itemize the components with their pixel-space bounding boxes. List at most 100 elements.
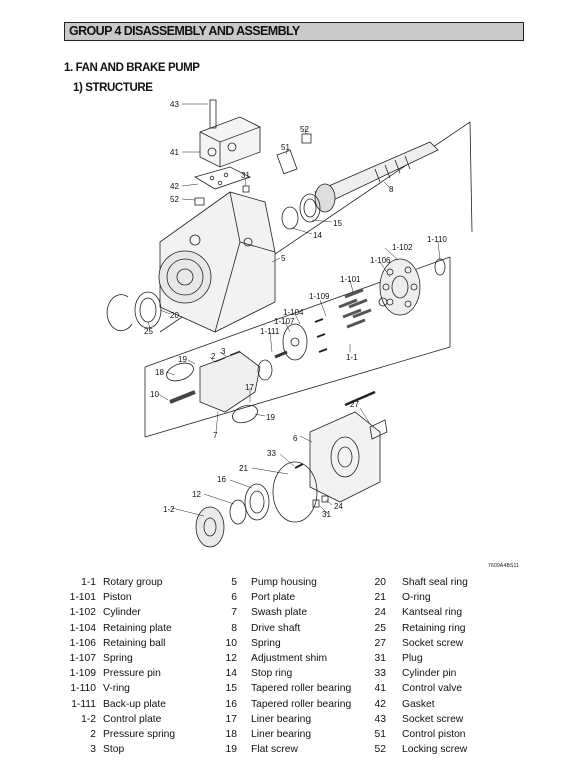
part-number: 1-2	[81, 713, 96, 725]
part-description: Liner bearing	[251, 713, 312, 725]
callout-label: 1-102	[392, 243, 413, 252]
callout-label: 1-111	[260, 327, 280, 336]
callout-label: 6	[293, 434, 298, 443]
callout-label: 52	[170, 195, 179, 204]
part-description: Shaft seal ring	[402, 577, 468, 588]
part-description: Swash plate	[251, 607, 308, 619]
part-number: 15	[225, 683, 237, 695]
part-number: 10	[225, 637, 237, 649]
part-description: Locking screw	[402, 744, 468, 756]
part-description: Adjustment shim	[251, 652, 328, 664]
part-number: 3	[90, 744, 96, 756]
callout-label: 1-104	[283, 308, 304, 317]
part-description: Liner bearing	[251, 728, 312, 740]
part-description: Tapered roller bearing	[251, 698, 352, 710]
part-description: Plug	[402, 652, 423, 664]
part-number: 1-110	[70, 683, 96, 695]
callout-label: 27	[350, 400, 359, 409]
part-number: 1-107	[69, 652, 96, 664]
part-description: V-ring	[103, 683, 130, 695]
callout-label: 24	[334, 502, 343, 511]
part-number: 1-111	[71, 698, 96, 710]
part-description: Control plate	[103, 713, 162, 725]
part-description: Control valve	[402, 683, 463, 695]
part-description: Spring	[103, 652, 133, 664]
callout-label: 16	[217, 475, 226, 484]
callout-label: 3	[221, 347, 226, 356]
callout-label: 17	[245, 383, 254, 392]
part-number: 52	[374, 744, 386, 756]
part-number: 20	[374, 577, 386, 588]
callout-label: 5	[281, 254, 286, 263]
part-number: 1-1	[81, 577, 96, 588]
part-number: 12	[225, 652, 237, 664]
page-title: GROUP 4 DISASSEMBLY AND ASSEMBLY	[69, 24, 300, 38]
callout-label: 43	[170, 100, 179, 109]
page-header-bar: GROUP 4 DISASSEMBLY AND ASSEMBLY	[64, 22, 524, 41]
callout-label: 10	[150, 390, 159, 399]
callout-label: 18	[155, 368, 164, 377]
part-number: 27	[374, 637, 386, 649]
part-number: 19	[225, 744, 237, 756]
callout-label: 15	[333, 219, 342, 228]
callout-label: 25	[144, 327, 153, 336]
callout-label: 1-101	[340, 275, 361, 284]
part-description: Socket screw	[402, 637, 464, 649]
part-number: 18	[225, 728, 237, 740]
part-number: 8	[231, 622, 237, 634]
figure-code: 7609A4BS11	[488, 563, 520, 569]
part-description: Cylinder pin	[402, 668, 457, 680]
callout-label: 31	[241, 171, 250, 180]
subsection-title: 1) STRUCTURE	[73, 82, 153, 94]
callout-label: 33	[267, 449, 276, 458]
part-description: Pressure pin	[103, 668, 161, 680]
callout-label: 19	[178, 355, 187, 364]
part-number: 7	[231, 607, 237, 619]
part-description: Spring	[251, 637, 281, 649]
part-description: Back-up plate	[103, 698, 166, 710]
part-number: 33	[374, 668, 386, 680]
callout-label: 14	[313, 231, 322, 240]
section-title: 1. FAN AND BRAKE PUMP	[64, 62, 200, 74]
part-number: 21	[374, 592, 386, 604]
callout-label: 1-109	[309, 292, 330, 301]
part-number: 1-101	[69, 592, 96, 604]
part-description: Stop	[103, 744, 125, 756]
part-number: 1-104	[69, 622, 96, 634]
exploded-view-diagram: 43 52 41 51 31 8 42 52 15 14 1-110 1-102…	[106, 99, 473, 548]
callout-label: 21	[239, 464, 248, 473]
part-number: 1-102	[69, 607, 96, 619]
part-description: Socket screw	[402, 713, 464, 725]
part-description: Retaining plate	[103, 622, 172, 634]
part-description: Pressure spring	[103, 728, 176, 740]
callout-label: 2	[211, 352, 216, 361]
callout-label: 1-106	[370, 256, 391, 265]
part-description: Retaining ball	[103, 637, 166, 649]
part-description: Piston	[103, 592, 132, 604]
part-number: 43	[374, 713, 386, 725]
part-number: 1-106	[69, 637, 96, 649]
part-number: 51	[374, 728, 386, 740]
part-number: 6	[231, 592, 237, 604]
part-number: 5	[231, 577, 237, 588]
part-description: Control piston	[402, 728, 466, 740]
part-description: Stop ring	[251, 668, 293, 680]
callout-label: 1-1	[346, 353, 358, 362]
callout-label: 31	[322, 510, 331, 519]
callout-label: 12	[192, 490, 201, 499]
part-number: 25	[374, 622, 386, 634]
part-description: Rotary group	[103, 577, 163, 588]
part-number: 2	[90, 728, 96, 740]
part-description: Flat screw	[251, 744, 298, 756]
callout-label: 52	[300, 125, 309, 134]
part-description: Port plate	[251, 592, 296, 604]
callout-label: 41	[170, 148, 179, 157]
part-number: 16	[225, 698, 237, 710]
part-number: 31	[374, 652, 386, 664]
callout-label: 42	[170, 182, 179, 191]
part-number: 1-109	[69, 668, 96, 680]
callout-label: 19	[266, 413, 275, 422]
part-description: Cylinder	[103, 607, 141, 619]
part-description: Gasket	[402, 698, 435, 710]
part-number: 17	[225, 713, 237, 725]
